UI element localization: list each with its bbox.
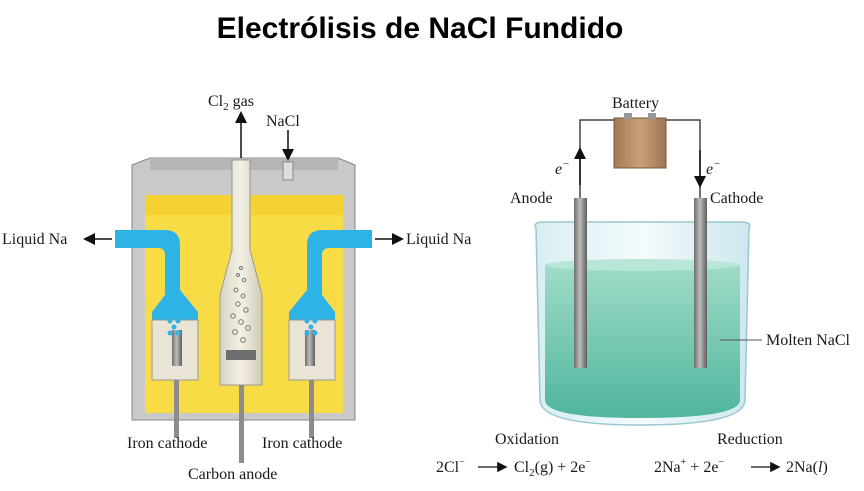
- battery-terminal-neg: [624, 113, 632, 119]
- anode-wire: [239, 385, 244, 463]
- carbon-anode-label: Carbon anode: [188, 466, 277, 483]
- iron-cathode-right-rod: [305, 330, 315, 366]
- cl2-gas-label: Cl2 gas: [208, 93, 254, 113]
- battery-terminal-pos: [648, 113, 656, 119]
- beaker-cell: Battery e− e− Anode Cathode Molten NaCl …: [436, 95, 851, 479]
- electron-right-label: e−: [706, 158, 721, 178]
- iron-cathode-right-label: Iron cathode: [262, 435, 342, 452]
- cathode-wire-right: [309, 380, 314, 438]
- battery: [613, 117, 667, 169]
- liquid-na-pipe-left: [115, 230, 198, 320]
- nacl-inlet: [282, 161, 294, 181]
- oxidation-label: Oxidation: [495, 431, 559, 448]
- cl2-bubbles: [230, 266, 251, 343]
- oxidation-product: Cl2(g) + 2e−: [514, 457, 591, 479]
- page-title: Electrólisis de NaCl Fundido: [217, 12, 624, 45]
- carbon-anode-block: [226, 350, 256, 360]
- reduction-product: 2Na(l): [786, 459, 828, 476]
- molten-nacl-label: Molten NaCl: [766, 332, 851, 349]
- oxidation-equation: 2Cl−: [436, 457, 465, 476]
- liquid-na-right-label: Liquid Na: [406, 231, 471, 248]
- downs-cell: Cl2 gas NaCl Liquid Na Liquid Na Iron ca…: [2, 93, 471, 483]
- anode-electrode: [574, 198, 587, 368]
- reduction-label: Reduction: [717, 431, 783, 448]
- molten-nacl-liquid: [545, 265, 740, 418]
- cathode-label: Cathode: [710, 190, 763, 207]
- anode-chamber: [219, 159, 263, 386]
- anode-label: Anode: [510, 190, 553, 207]
- electron-left-label: e−: [555, 158, 570, 178]
- reduction-equation: 2Na+ + 2e−: [654, 457, 724, 476]
- iron-cathode-left-label: Iron cathode: [127, 435, 207, 452]
- liquid-na-left-label: Liquid Na: [2, 231, 67, 248]
- liquid-na-pipe-right: [289, 230, 372, 320]
- battery-label: Battery: [612, 95, 659, 112]
- sodium-droplets: [167, 318, 318, 336]
- cathode-wire-left: [174, 380, 179, 438]
- cathode-electrode: [694, 198, 707, 368]
- iron-cathode-left-rod: [172, 330, 182, 366]
- nacl-label: NaCl: [266, 113, 300, 130]
